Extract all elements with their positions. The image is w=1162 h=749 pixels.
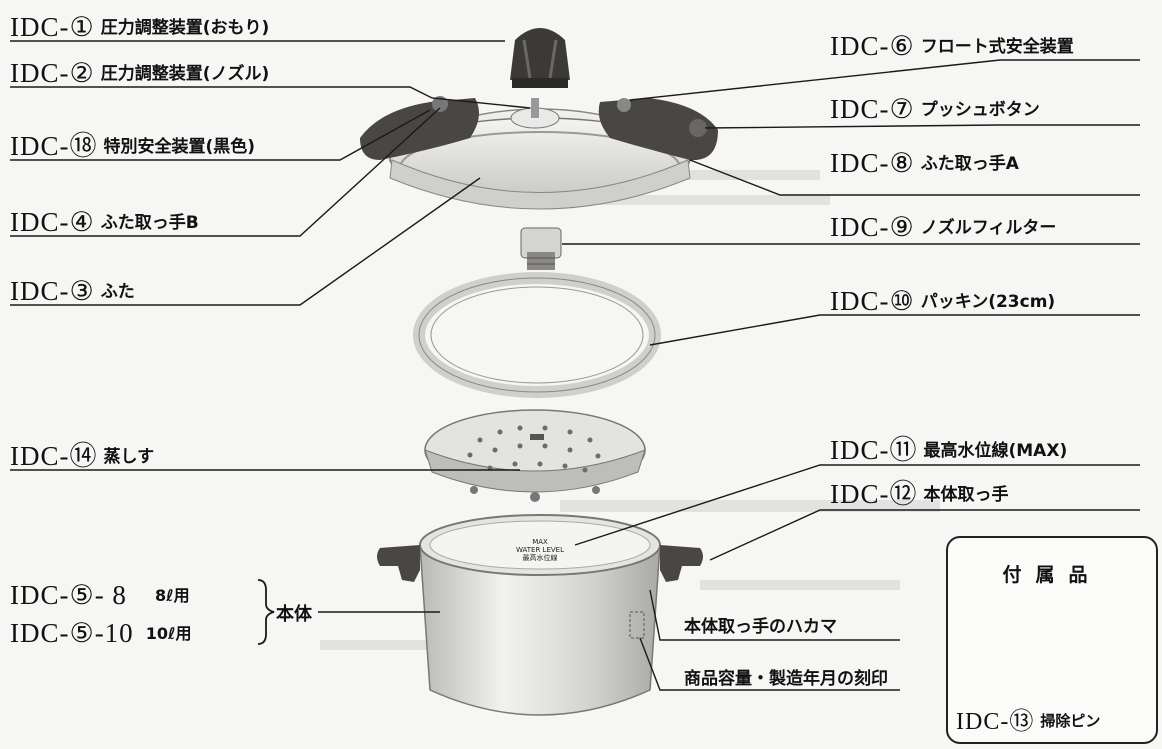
label-code: IDC-③: [10, 276, 95, 306]
capacity-stamp-note: 商品容量・製造年月の刻印: [684, 669, 888, 689]
label-name: 本体取っ手: [923, 485, 1009, 505]
max-water-level-marking: MAX WATER LEVEL 最高水位線: [510, 538, 570, 562]
marking-line-1: MAX: [532, 538, 548, 546]
label-code: IDC-⑦: [830, 94, 915, 124]
label-idc-5-10: IDC-⑤-10 10ℓ用: [10, 620, 192, 647]
label-code: IDC-⑤- 8: [10, 580, 127, 610]
label-name: 掃除ピン: [1040, 712, 1101, 730]
label-code: IDC-⑨: [830, 212, 915, 242]
label-name: パッキン(23cm): [920, 292, 1056, 312]
packing-ring-part: [413, 272, 661, 398]
label-code: IDC-⑤-10: [10, 618, 134, 648]
label-name: 8ℓ用: [154, 586, 190, 605]
body-label: 本体: [276, 604, 312, 625]
pressure-weight-part: [510, 28, 570, 88]
accessory-box: 付属品 IDC-⑬ 掃除ピン: [946, 536, 1158, 744]
label-name: フロート式安全装置: [920, 37, 1074, 57]
label-code: IDC-①: [10, 12, 95, 42]
leader-lines: [10, 40, 1140, 691]
label-name: 蒸しす: [103, 447, 155, 467]
lid-part: [360, 96, 718, 210]
handle-skirt-note: 本体取っ手のハカマ: [684, 617, 837, 637]
label-name: ノズルフィルター: [920, 218, 1057, 238]
label-code: IDC-⑫: [830, 479, 918, 509]
label-name: プッシュボタン: [920, 100, 1040, 120]
label-code: IDC-⑭: [10, 441, 98, 471]
label-code: IDC-⑩: [830, 286, 915, 316]
label-idc-5-8: IDC-⑤- 8 8ℓ用: [10, 582, 190, 609]
label-name: ふた取っ手B: [100, 213, 199, 233]
label-code: IDC-⑱: [10, 131, 98, 161]
label-code: IDC-⑬: [956, 709, 1035, 735]
label-name: ふた取っ手A: [920, 154, 1019, 174]
label-name: 圧力調整装置(おもり): [100, 18, 270, 38]
marking-line-2: WATER LEVEL: [515, 546, 564, 554]
accessory-title: 付属品: [1002, 564, 1102, 586]
label-name: ふた: [100, 282, 135, 302]
body-brace: [257, 579, 275, 645]
label-idc-13: IDC-⑬ 掃除ピン: [956, 710, 1100, 734]
steamer-part: [424, 409, 646, 502]
label-code: IDC-⑧: [830, 148, 915, 178]
label-name: 最高水位線(MAX): [923, 441, 1068, 461]
pot-body-part: [377, 514, 703, 716]
label-name: 特別安全装置(黒色): [103, 137, 256, 157]
label-code: IDC-④: [10, 207, 95, 237]
label-code: IDC-⑪: [830, 435, 918, 465]
nozzle-filter-part: [520, 227, 562, 270]
label-code: IDC-⑥: [830, 31, 915, 61]
label-name: 10ℓ用: [145, 624, 192, 643]
label-code: IDC-②: [10, 58, 95, 88]
label-name: 圧力調整装置(ノズル): [100, 64, 270, 84]
marking-line-3: 最高水位線: [522, 554, 558, 562]
